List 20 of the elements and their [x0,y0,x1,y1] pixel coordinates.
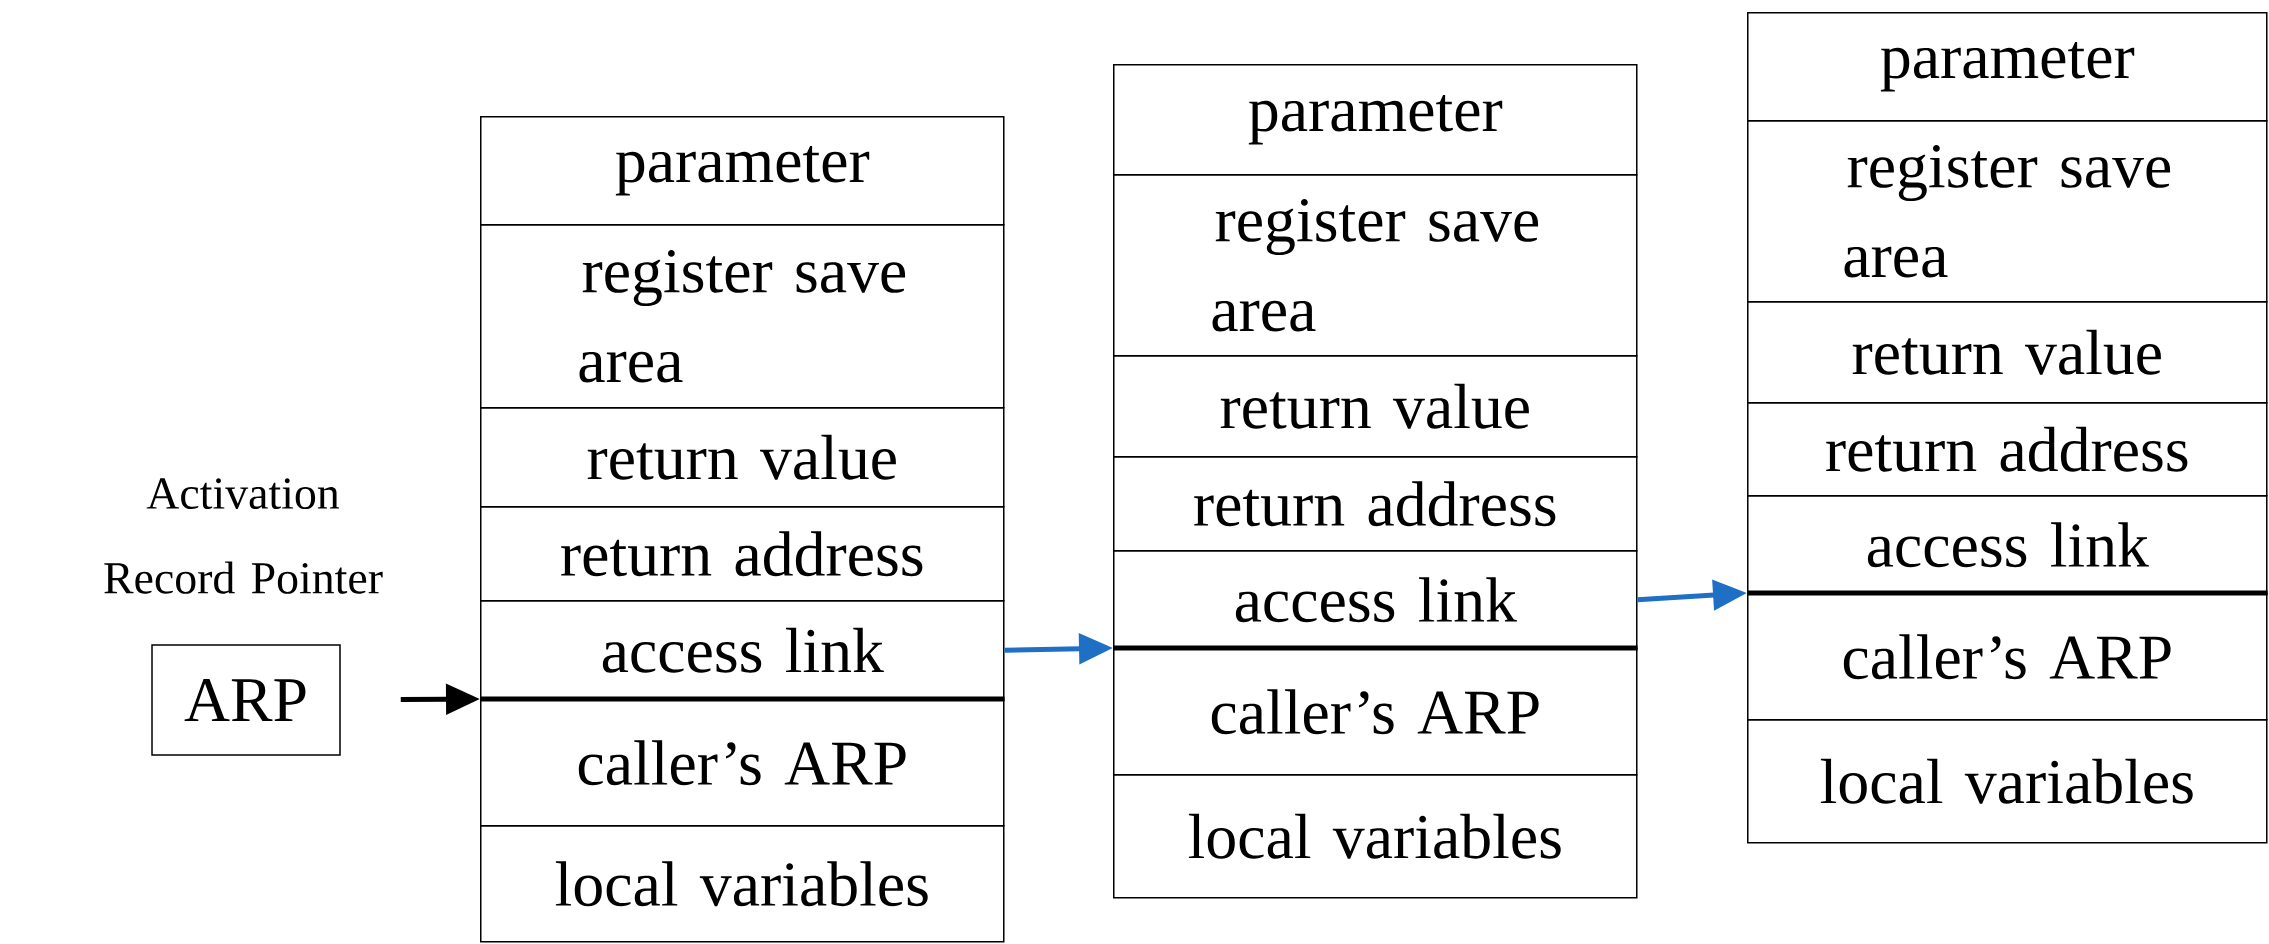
stack-cell: access link [480,600,1005,701]
stack-cell: parameter [480,116,1005,226]
stack-cell: caller’s ARP [1747,593,2268,721]
stack-cell: caller’s ARP [1113,648,1638,776]
stack-cell: return value [1113,355,1638,458]
stack-cell: local variables [1113,774,1638,899]
stack-cell: return address [480,506,1005,602]
stack-cell: return value [480,407,1005,508]
stack-cell: return address [1113,456,1638,552]
stack-cell: parameter [1747,12,2268,122]
stack-cell: local variables [1747,719,2268,844]
stack-cell: access link [1113,550,1638,650]
stack-cell: return address [1747,402,2268,497]
stack-cell: local variables [480,825,1005,943]
pointer-box: ARP [151,644,341,756]
caption-text: Activation Record Pointer [104,478,383,594]
stack-cell: parameter [1113,64,1638,176]
stack-cell: caller’s ARP [480,699,1005,827]
stack-cell: return value [1747,301,2268,404]
stack-cell: access link [1747,495,2268,595]
